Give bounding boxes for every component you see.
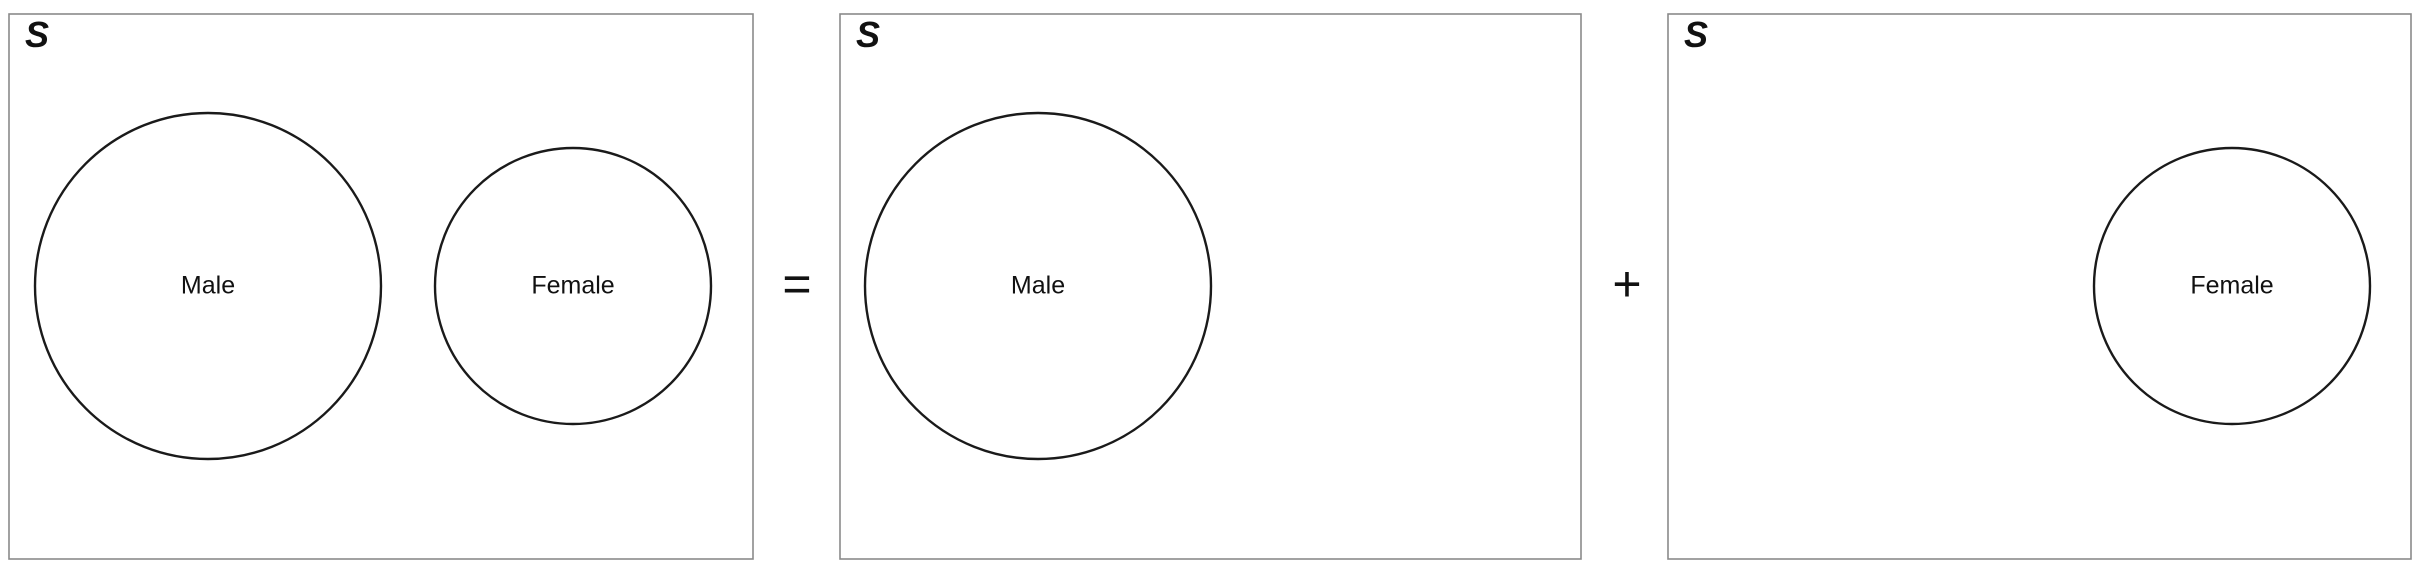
panel-female: S Female xyxy=(1667,13,2412,560)
plus-sign: + xyxy=(1612,256,1641,312)
equals-sign: = xyxy=(782,256,811,312)
female-set-circle xyxy=(2092,146,2372,426)
male-set-circle xyxy=(33,111,383,461)
panel-male: S Male xyxy=(839,13,1582,560)
female-set-label: Female xyxy=(2190,272,2273,300)
panel-combined: S Male Female xyxy=(8,13,754,560)
sample-space-label: S xyxy=(1684,14,1708,55)
female-set-circle xyxy=(433,146,713,426)
male-set-circle xyxy=(863,111,1213,461)
sample-space-frame xyxy=(1667,13,2412,560)
male-set-label: Male xyxy=(1011,272,1065,300)
female-set-label: Female xyxy=(531,272,614,300)
male-set-label: Male xyxy=(181,272,235,300)
sample-space-label: S xyxy=(856,14,880,55)
sample-space-label: S xyxy=(25,14,49,55)
